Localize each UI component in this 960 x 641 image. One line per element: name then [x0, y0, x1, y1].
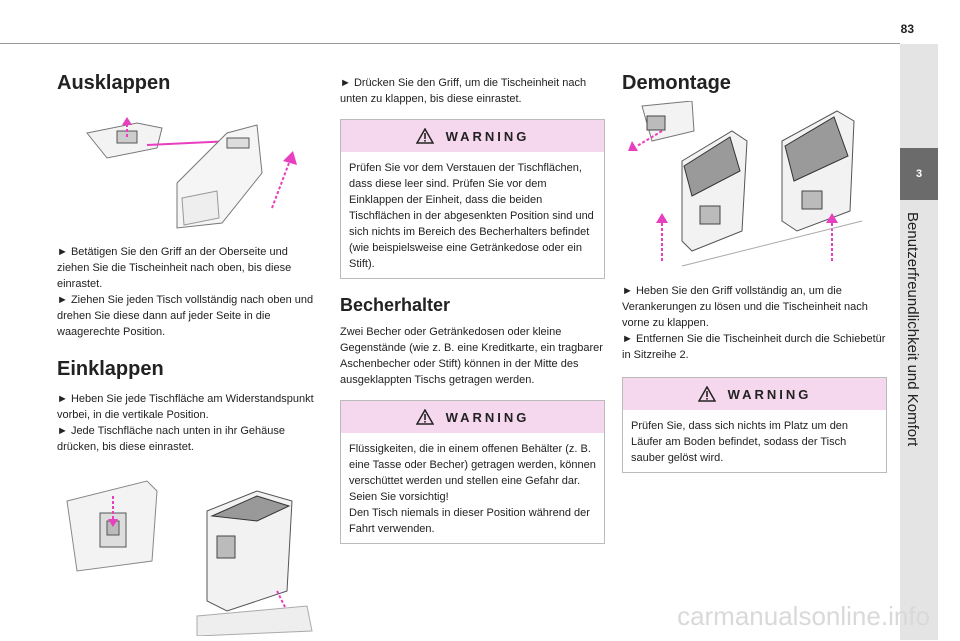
text-einklappen-1: ► Heben Sie jede Tischfläche am Widersta…	[57, 393, 314, 421]
text-ausklappen-2: ► Ziehen Sie jeden Tisch vollständig nac…	[57, 294, 314, 338]
warning-box-2: WARNING Flüssigkeiten, die in einem offe…	[340, 400, 605, 544]
warning-body-3: Prüfen Sie, dass sich nichts im Platz um…	[631, 420, 849, 464]
illustration-removal	[622, 100, 887, 271]
warning-box-1: WARNING Prüfen Sie vor dem Verstauen der…	[340, 119, 605, 279]
table-removal-illustration	[628, 100, 863, 267]
text-demontage-2: ► Entfernen Sie die Tischeinheit durch d…	[622, 333, 886, 361]
text-press-handle: ► Drücken Sie den Griff, um die Tischein…	[340, 77, 587, 105]
heading-ausklappen: Ausklappen	[57, 72, 171, 94]
warning-2-line-2: Seien Sie vorsichtig!	[349, 491, 449, 503]
column-3: Demontage ► Heben Sie den Griff vollstän…	[622, 60, 887, 473]
table-unfold-illustration	[86, 117, 297, 229]
warning-body-1: Prüfen Sie vor dem Verstauen der Tischfl…	[349, 162, 594, 270]
heading-demontage: Demontage	[622, 72, 731, 94]
watermark: carmanualsonline.info	[677, 601, 930, 631]
text-demontage-1: ► Heben Sie den Griff vollständig an, um…	[622, 285, 868, 329]
chapter-sidebar	[900, 44, 938, 640]
warning-body-2: Flüssigkeiten, die in einem offenen Behä…	[341, 433, 604, 543]
chapter-tab[interactable]: 3	[900, 148, 938, 200]
warning-icon	[697, 386, 716, 402]
column-2: ► Drücken Sie den Griff, um die Tischein…	[340, 60, 605, 544]
text-ausklappen-1: ► Betätigen Sie den Griff an der Obersei…	[57, 246, 292, 290]
column-1: Ausklappen ► Betätigen Sie den Griff an …	[57, 60, 322, 637]
page-number: 83	[900, 22, 914, 36]
chapter-title: Benutzerfreundlichkeit und Komfort	[904, 212, 921, 447]
text-becherhalter: Zwei Becher oder Getränkedosen oder klei…	[340, 326, 603, 386]
warning-title-2: WARNING	[445, 409, 530, 425]
warning-header-3: WARNING	[623, 378, 886, 410]
warning-2-line-1: Flüssigkeiten, die in einem offenen Behä…	[349, 443, 596, 487]
illustration-fold	[57, 471, 322, 637]
table-fold-illustration	[66, 480, 313, 637]
warning-icon	[415, 128, 434, 144]
warning-2-line-3: Den Tisch niemals in dieser Position wäh…	[349, 507, 590, 535]
warning-box-3: WARNING Prüfen Sie, dass sich nichts im …	[622, 377, 887, 473]
warning-header-2: WARNING	[341, 401, 604, 433]
top-rule	[0, 43, 900, 44]
warning-title-3: WARNING	[727, 386, 812, 402]
illustration-unfold	[57, 113, 322, 238]
heading-einklappen: Einklappen	[57, 358, 164, 380]
warning-title-1: WARNING	[445, 128, 530, 144]
heading-becherhalter: Becherhalter	[340, 295, 451, 315]
warning-icon	[415, 409, 434, 425]
warning-header-1: WARNING	[341, 120, 604, 152]
text-einklappen-2: ► Jede Tischfläche nach unten in ihr Geh…	[57, 425, 285, 453]
